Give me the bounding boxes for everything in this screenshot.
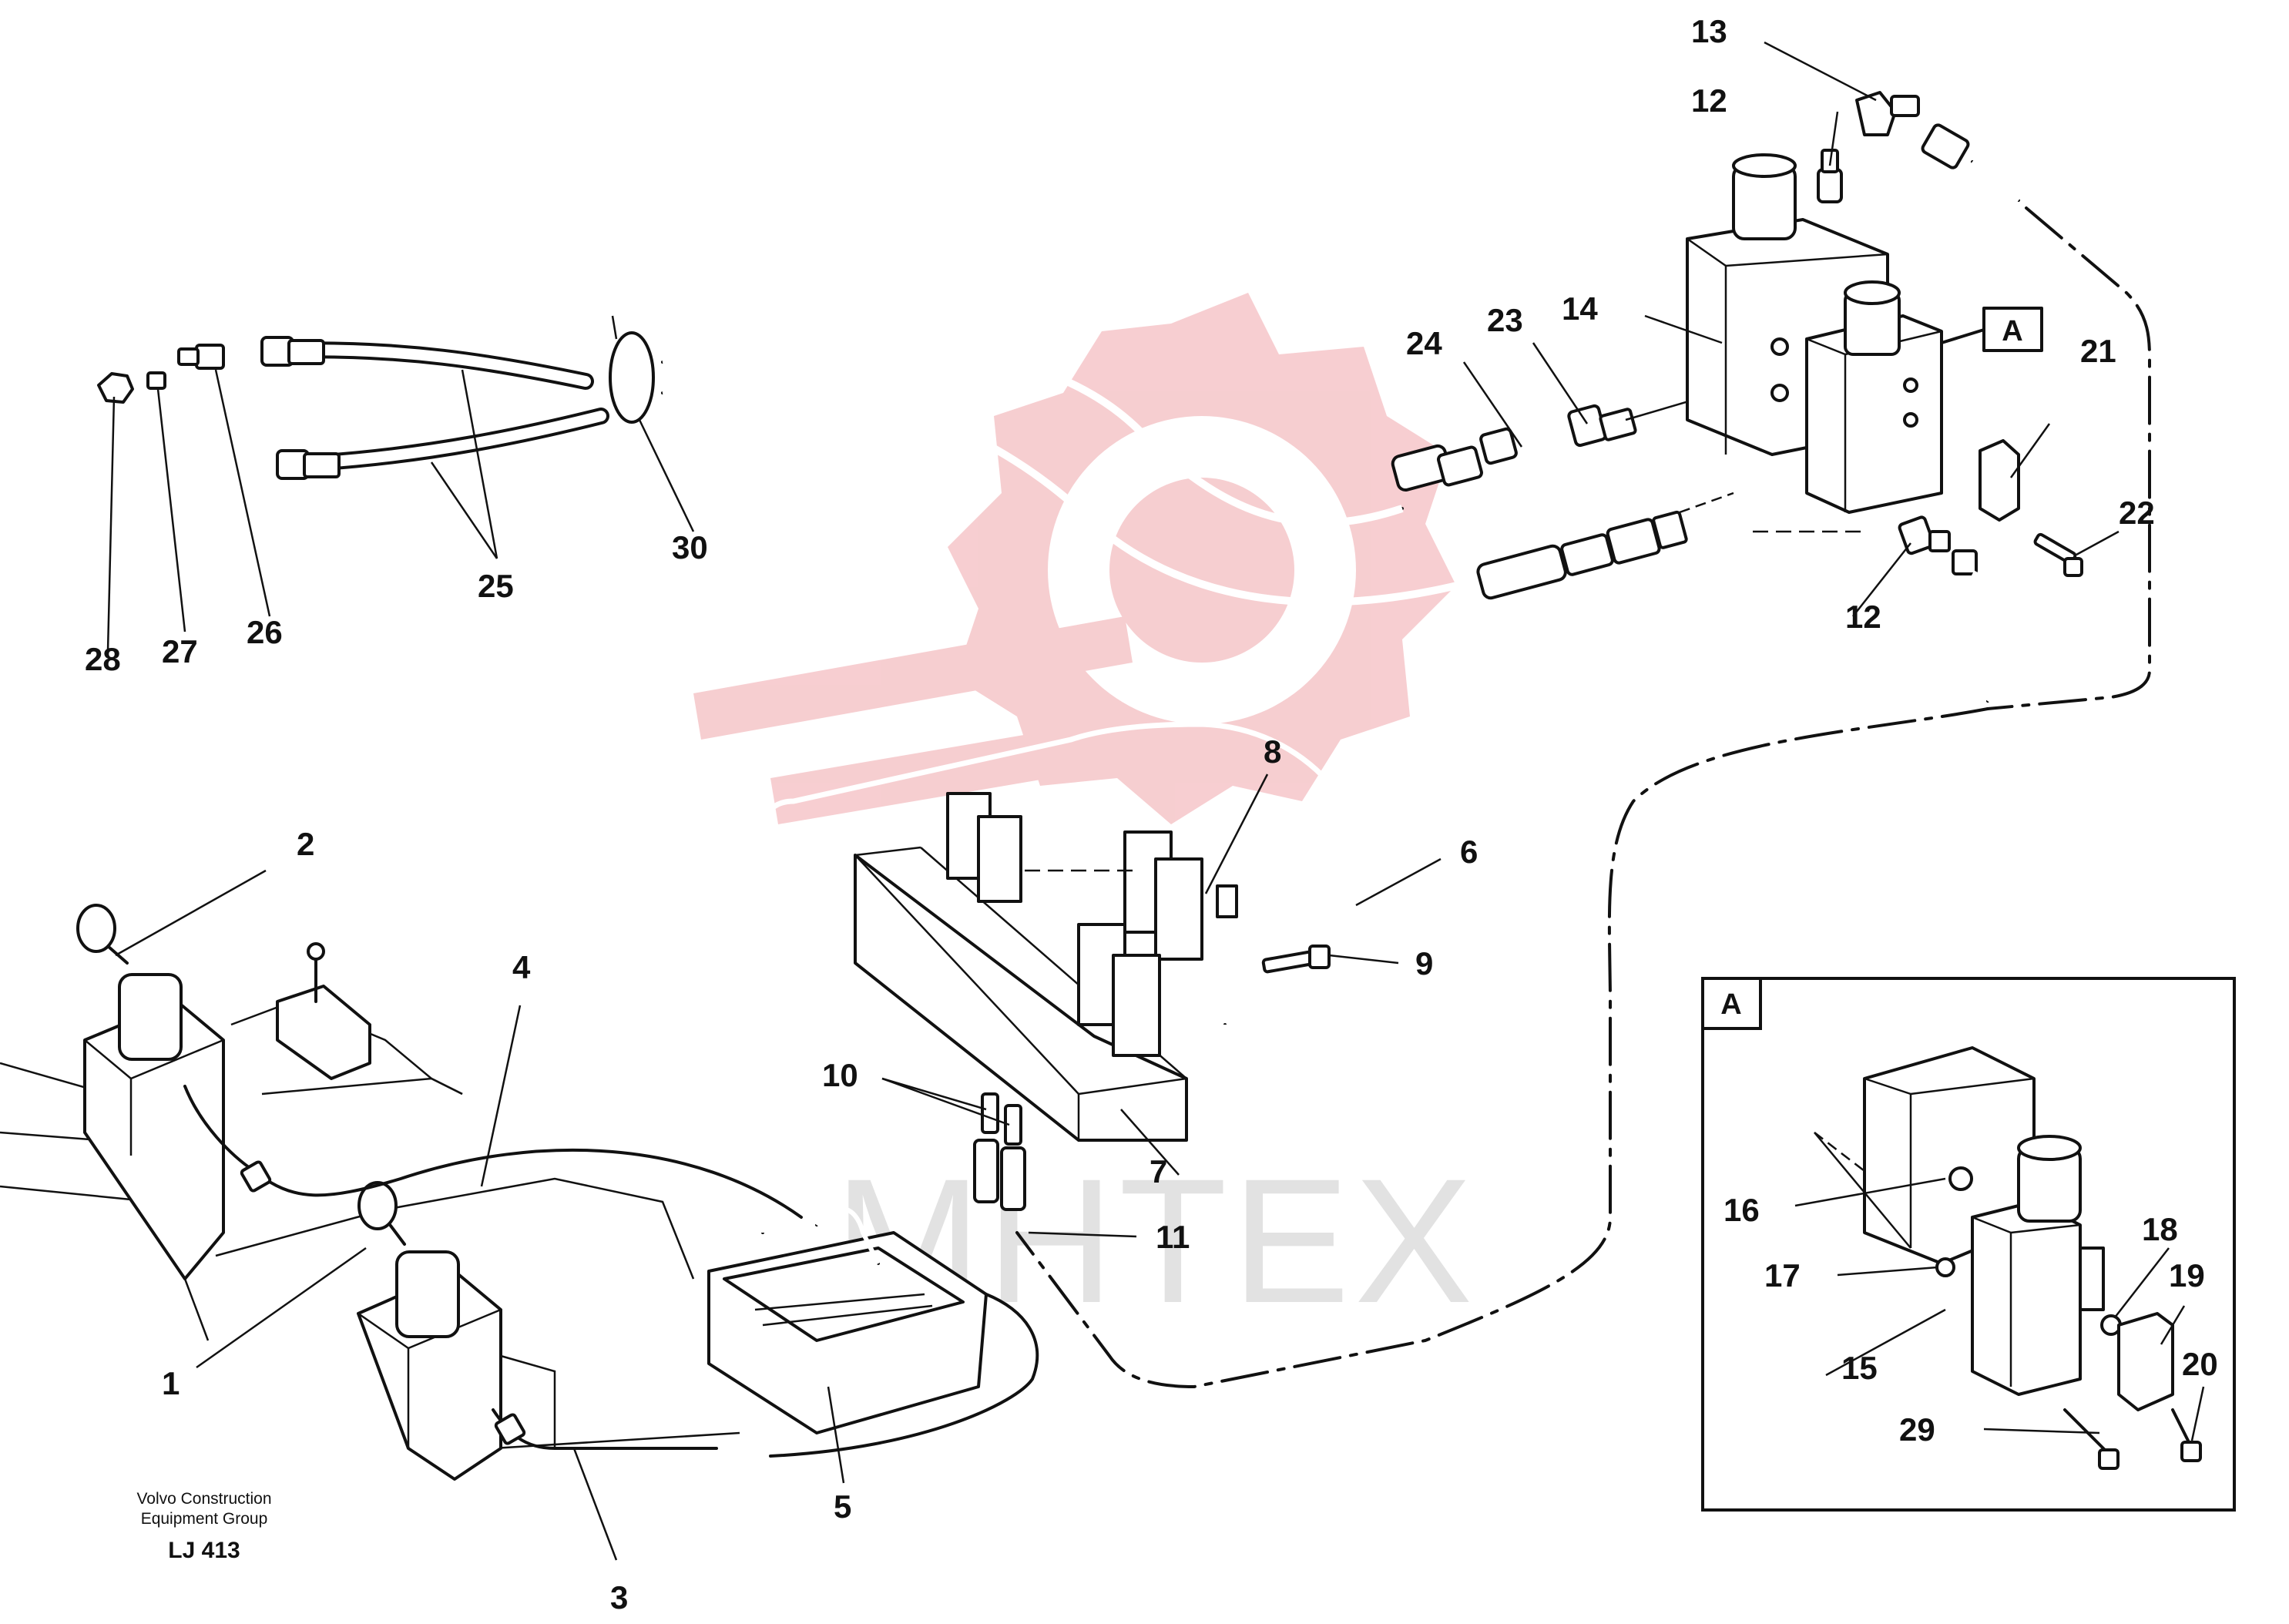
callout-3: 3	[610, 1579, 628, 1616]
callout-12-top: 12	[1691, 82, 1727, 119]
callout-25: 25	[478, 568, 514, 604]
callout-13: 13	[1691, 13, 1727, 49]
callout-numbers: 1 2 3 4 5 6 7 8 9 10 11 12 12 13 14 15 1…	[85, 13, 2218, 1616]
callout-24: 24	[1406, 325, 1442, 361]
joystick-2	[76, 904, 225, 1280]
callout-26: 26	[247, 614, 283, 650]
relay-group	[946, 792, 1203, 1057]
footer-block: Volvo Construction Equipment Group LJ 41…	[136, 1490, 271, 1563]
callout-10: 10	[822, 1057, 858, 1093]
nut-28	[97, 372, 134, 404]
fitting-12-top	[1817, 149, 1843, 203]
callout-23: 23	[1487, 302, 1523, 338]
callout-11: 11	[1156, 1219, 1190, 1255]
lever-small	[276, 942, 371, 1080]
callout-5: 5	[834, 1488, 851, 1525]
callout-20: 20	[2182, 1346, 2218, 1382]
watermark-gear-logo	[693, 293, 1456, 824]
callout-8: 8	[1264, 733, 1281, 770]
callout-7: 7	[1150, 1153, 1167, 1189]
callout-21: 21	[2080, 333, 2116, 369]
company-line-2: Equipment Group	[141, 1510, 268, 1528]
bracket-21	[1979, 439, 2020, 522]
connector-11	[973, 1139, 1026, 1211]
callout-6: 6	[1460, 834, 1478, 870]
hose-end-lower	[1476, 510, 1688, 600]
control-unit-5	[707, 1206, 988, 1434]
callout-9: 9	[1415, 945, 1433, 981]
callout-27: 27	[162, 633, 198, 669]
hose-assembly-25	[260, 336, 609, 480]
valve-body-right	[1805, 280, 1943, 514]
callout-30: 30	[672, 529, 708, 565]
bolt-22	[2033, 532, 2083, 577]
callout-12-bottom: 12	[1845, 599, 1881, 635]
washer-27	[146, 371, 166, 390]
callout-19: 19	[2169, 1257, 2205, 1293]
callout-14: 14	[1562, 290, 1598, 327]
svg-text:A: A	[1720, 988, 1741, 1021]
callout-29: 29	[1899, 1411, 1935, 1448]
connectors-10	[981, 1092, 1022, 1146]
fitting-12-bottom	[1898, 515, 1978, 575]
svg-text:A: A	[2002, 315, 2022, 347]
return-hose	[1921, 123, 2022, 205]
callout-17: 17	[1764, 1257, 1801, 1293]
elbow-13	[1855, 91, 1920, 136]
callout-22: 22	[2119, 495, 2155, 531]
relay-8	[1216, 884, 1238, 918]
joystick-1	[357, 1181, 556, 1481]
hose-end-24	[1391, 427, 1518, 492]
screw-9	[1261, 945, 1331, 974]
callout-16: 16	[1723, 1192, 1760, 1228]
adapter-23	[1567, 404, 1637, 448]
hose-clamp-30	[609, 315, 655, 424]
callout-4: 4	[512, 949, 531, 985]
detail-panel-a: A	[1701, 977, 2236, 1512]
leader-lines	[106, 41, 2205, 1561]
company-line-1: Volvo Construction	[136, 1490, 271, 1508]
drawing-code: LJ 413	[168, 1538, 240, 1563]
callout-28: 28	[85, 641, 121, 677]
callout-18: 18	[2142, 1211, 2178, 1247]
connector-block-7	[854, 846, 1188, 1142]
callout-2: 2	[297, 826, 314, 862]
detail-callout-box: A	[1940, 307, 2043, 352]
callout-15: 15	[1841, 1350, 1878, 1386]
fitting-26	[177, 344, 225, 370]
callout-1: 1	[162, 1365, 180, 1401]
